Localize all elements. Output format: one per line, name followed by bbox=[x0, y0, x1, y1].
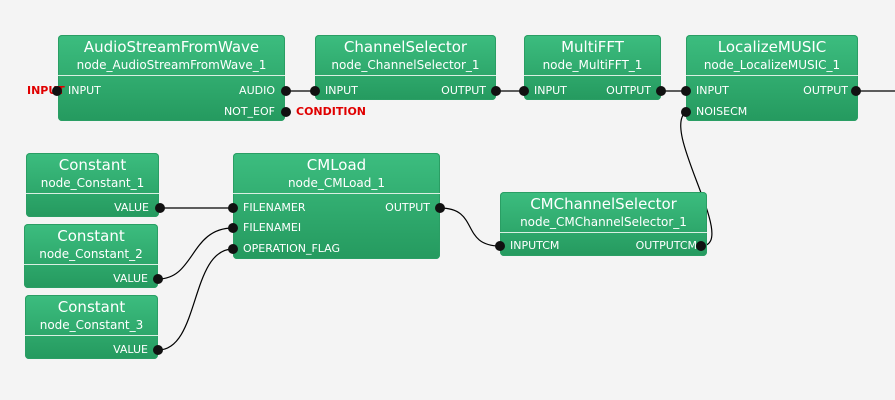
port-label-output: OUTPUT bbox=[606, 84, 651, 97]
node-subtitle: node_Constant_1 bbox=[40, 176, 145, 190]
node-constant-2[interactable]: Constant node_Constant_2 VALUE bbox=[24, 224, 158, 288]
node-title: AudioStreamFromWave bbox=[83, 38, 260, 56]
node-title: Constant bbox=[57, 298, 126, 316]
node-title: CMLoad bbox=[306, 156, 367, 174]
port-label-output: OUTPUT bbox=[441, 84, 486, 97]
port-label-inputcm: INPUTCM bbox=[510, 239, 560, 252]
port-label-input: INPUT bbox=[534, 84, 567, 97]
node-title: ChannelSelector bbox=[343, 38, 468, 56]
node-cmchannelselector[interactable]: CMChannelSelector node_CMChannelSelector… bbox=[500, 192, 707, 256]
port-cmload-filenamer[interactable] bbox=[228, 203, 238, 213]
node-subtitle: node_ChannelSelector_1 bbox=[331, 58, 480, 72]
port-label-value: VALUE bbox=[114, 201, 149, 214]
node-subtitle: node_LocalizeMUSIC_1 bbox=[703, 58, 841, 72]
node-subtitle: node_CMLoad_1 bbox=[287, 176, 386, 190]
node-divider bbox=[686, 75, 858, 76]
port-localizemusic-noisecm[interactable] bbox=[681, 107, 691, 117]
port-localizemusic-output[interactable] bbox=[851, 86, 861, 96]
external-condition-label: CONDITION bbox=[296, 105, 367, 118]
node-title: LocalizeMUSIC bbox=[717, 38, 827, 56]
port-audiostreamfromwave-input[interactable] bbox=[52, 86, 62, 96]
port-multifft-output[interactable] bbox=[656, 86, 666, 96]
port-cmload-operation-flag[interactable] bbox=[228, 244, 238, 254]
port-constant-2-value[interactable] bbox=[153, 274, 163, 284]
port-label-audio: AUDIO bbox=[239, 84, 275, 97]
wire-constant2-to-filenamei bbox=[157, 227, 234, 280]
node-cmload[interactable]: CMLoad node_CMLoad_1 FILENAMER FILENAMEI… bbox=[233, 153, 440, 259]
port-label-value: VALUE bbox=[113, 272, 148, 285]
node-subtitle: node_Constant_2 bbox=[39, 247, 143, 261]
port-label-output: OUTPUT bbox=[803, 84, 848, 97]
node-divider bbox=[26, 193, 159, 194]
port-label-not-eof: NOT_EOF bbox=[223, 105, 275, 118]
node-title: CMChannelSelector bbox=[530, 195, 677, 213]
node-audiostreamfromwave[interactable]: AudioStreamFromWave node_AudioStreamFrom… bbox=[58, 35, 285, 121]
node-subtitle: node_MultiFFT_1 bbox=[542, 58, 643, 72]
node-divider bbox=[58, 75, 285, 76]
port-constant-3-value[interactable] bbox=[153, 345, 163, 355]
port-label-operation-flag: OPERATION_FLAG bbox=[243, 242, 341, 255]
node-divider bbox=[524, 75, 661, 76]
port-label-value: VALUE bbox=[113, 343, 148, 356]
port-audiostreamfromwave-not-eof[interactable] bbox=[281, 107, 291, 117]
port-cmload-output[interactable] bbox=[435, 203, 445, 213]
node-divider bbox=[24, 264, 158, 265]
node-title: MultiFFT bbox=[561, 38, 624, 56]
port-label-input: INPUT bbox=[696, 84, 729, 97]
node-constant-3[interactable]: Constant node_Constant_3 VALUE bbox=[25, 295, 158, 359]
port-label-output: OUTPUT bbox=[385, 201, 430, 214]
port-localizemusic-input[interactable] bbox=[681, 86, 691, 96]
node-subtitle: node_Constant_3 bbox=[39, 318, 144, 332]
node-constant-1[interactable]: Constant node_Constant_1 VALUE bbox=[26, 153, 159, 217]
node-title: Constant bbox=[57, 227, 125, 245]
port-label-input: INPUT bbox=[68, 84, 101, 97]
port-label-filenamei: FILENAMEI bbox=[243, 221, 302, 234]
node-channelselector[interactable]: ChannelSelector node_ChannelSelector_1 I… bbox=[315, 35, 496, 100]
node-title: Constant bbox=[58, 156, 127, 174]
wire-constant3-to-operation-flag bbox=[157, 248, 234, 351]
port-label-outputcm: OUTPUTCM bbox=[635, 239, 697, 252]
wire-cmload-to-cmchannelselector bbox=[439, 207, 501, 247]
node-localizemusic[interactable]: LocalizeMUSIC node_LocalizeMUSIC_1 INPUT… bbox=[686, 35, 858, 121]
port-cmchannelselector-outputcm[interactable] bbox=[696, 241, 706, 251]
node-divider bbox=[315, 75, 496, 76]
port-channelselector-input[interactable] bbox=[310, 86, 320, 96]
node-subtitle: node_CMChannelSelector_1 bbox=[520, 215, 687, 229]
port-cmload-filenamei[interactable] bbox=[228, 223, 238, 233]
node-multifft[interactable]: MultiFFT node_MultiFFT_1 INPUT OUTPUT bbox=[524, 35, 661, 100]
port-label-noisecm: NOISECM bbox=[696, 105, 748, 118]
port-multifft-input[interactable] bbox=[519, 86, 529, 96]
node-divider bbox=[233, 193, 440, 194]
node-divider bbox=[500, 232, 707, 233]
node-subtitle: node_AudioStreamFromWave_1 bbox=[76, 58, 267, 72]
port-cmchannelselector-inputcm[interactable] bbox=[495, 241, 505, 251]
port-channelselector-output[interactable] bbox=[491, 86, 501, 96]
port-label-input: INPUT bbox=[325, 84, 358, 97]
node-divider bbox=[25, 335, 158, 336]
port-label-filenamer: FILENAMER bbox=[243, 201, 306, 214]
port-constant-1-value[interactable] bbox=[155, 203, 165, 213]
port-audiostreamfromwave-audio[interactable] bbox=[281, 86, 291, 96]
